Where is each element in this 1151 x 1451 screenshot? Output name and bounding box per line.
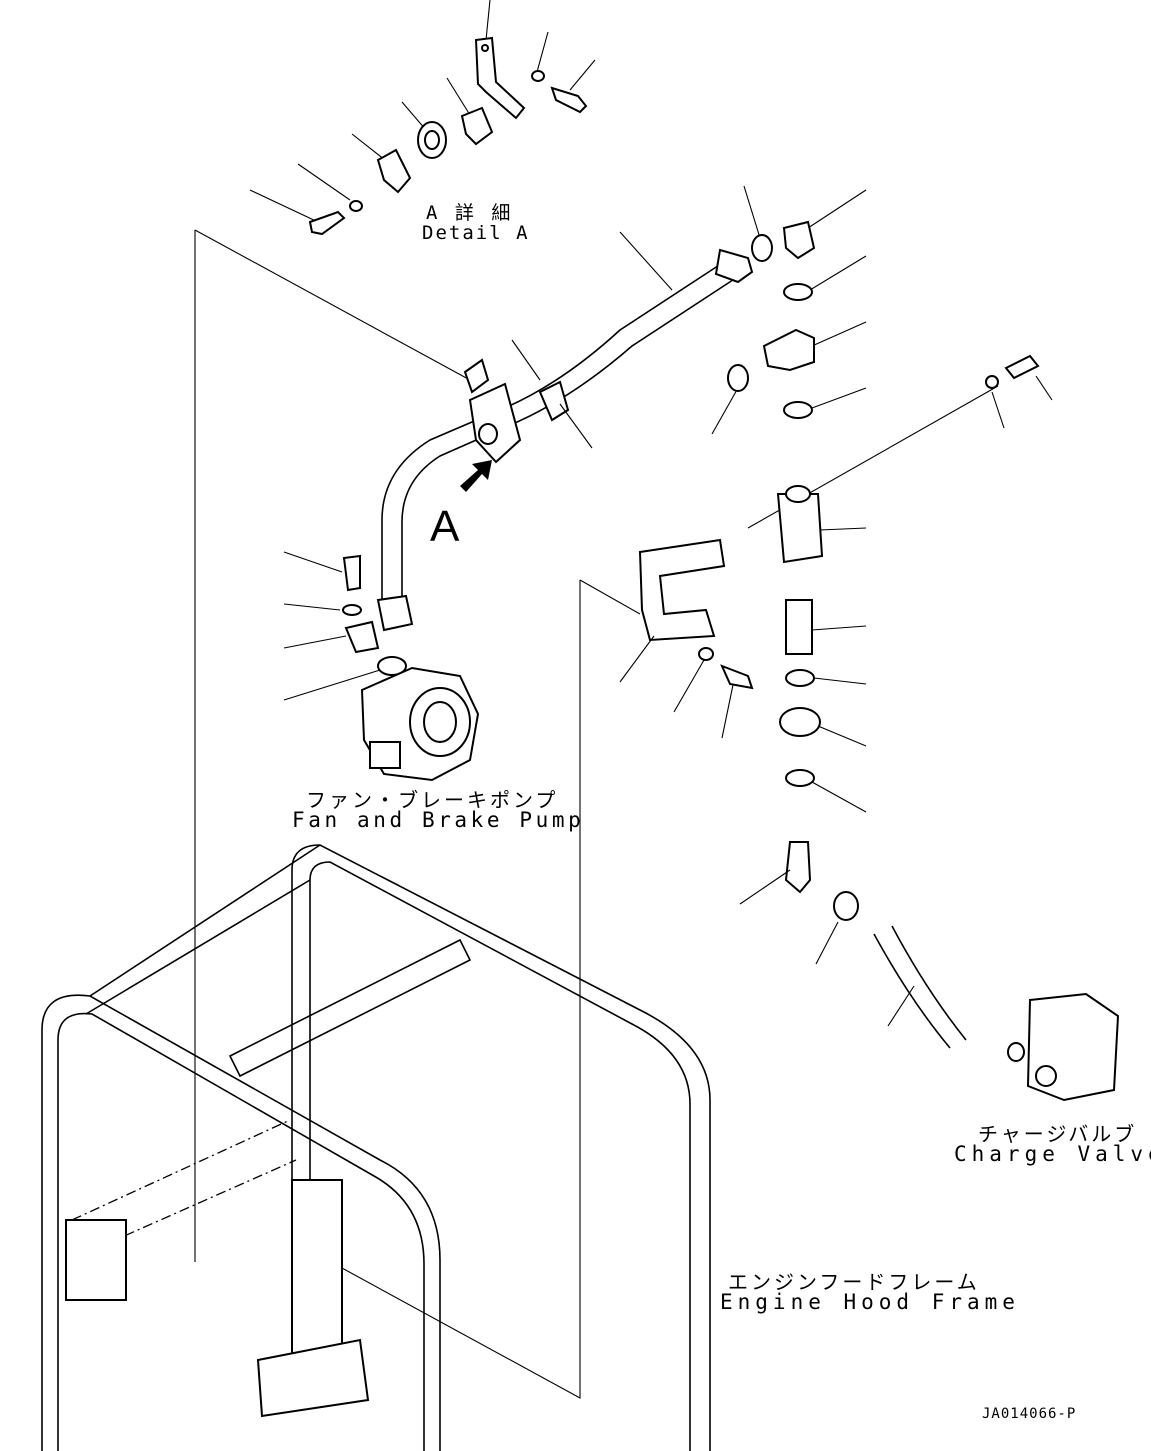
pump-label-jp: ファン・ブレーキポンプ — [306, 788, 559, 812]
charge-valve-label-en: Charge Valve — [954, 1142, 1151, 1166]
detail-a-label-en: Detail A — [422, 222, 530, 244]
view-marker-a: A — [430, 502, 460, 551]
main-hose — [376, 231, 754, 632]
charge-valve-label-jp: チャージバルブ — [978, 1122, 1138, 1146]
pump-side-parts — [283, 551, 480, 782]
drawing-code: JA014066-P — [982, 1406, 1077, 1422]
construction-lines — [194, 229, 999, 1399]
pump-label-en: Fan and Brake Pump — [292, 808, 585, 832]
engine-hood-frame — [41, 844, 711, 1451]
hood-frame-label-jp: エンジンフードフレーム — [728, 1270, 980, 1294]
right-fittings — [619, 185, 1120, 1102]
detail-a-parts — [249, 0, 596, 236]
view-arrow-a — [460, 460, 492, 492]
detail-a-label-jp: A 詳 細 — [426, 202, 514, 224]
hood-frame-label-en: Engine Hood Frame — [720, 1290, 1020, 1314]
